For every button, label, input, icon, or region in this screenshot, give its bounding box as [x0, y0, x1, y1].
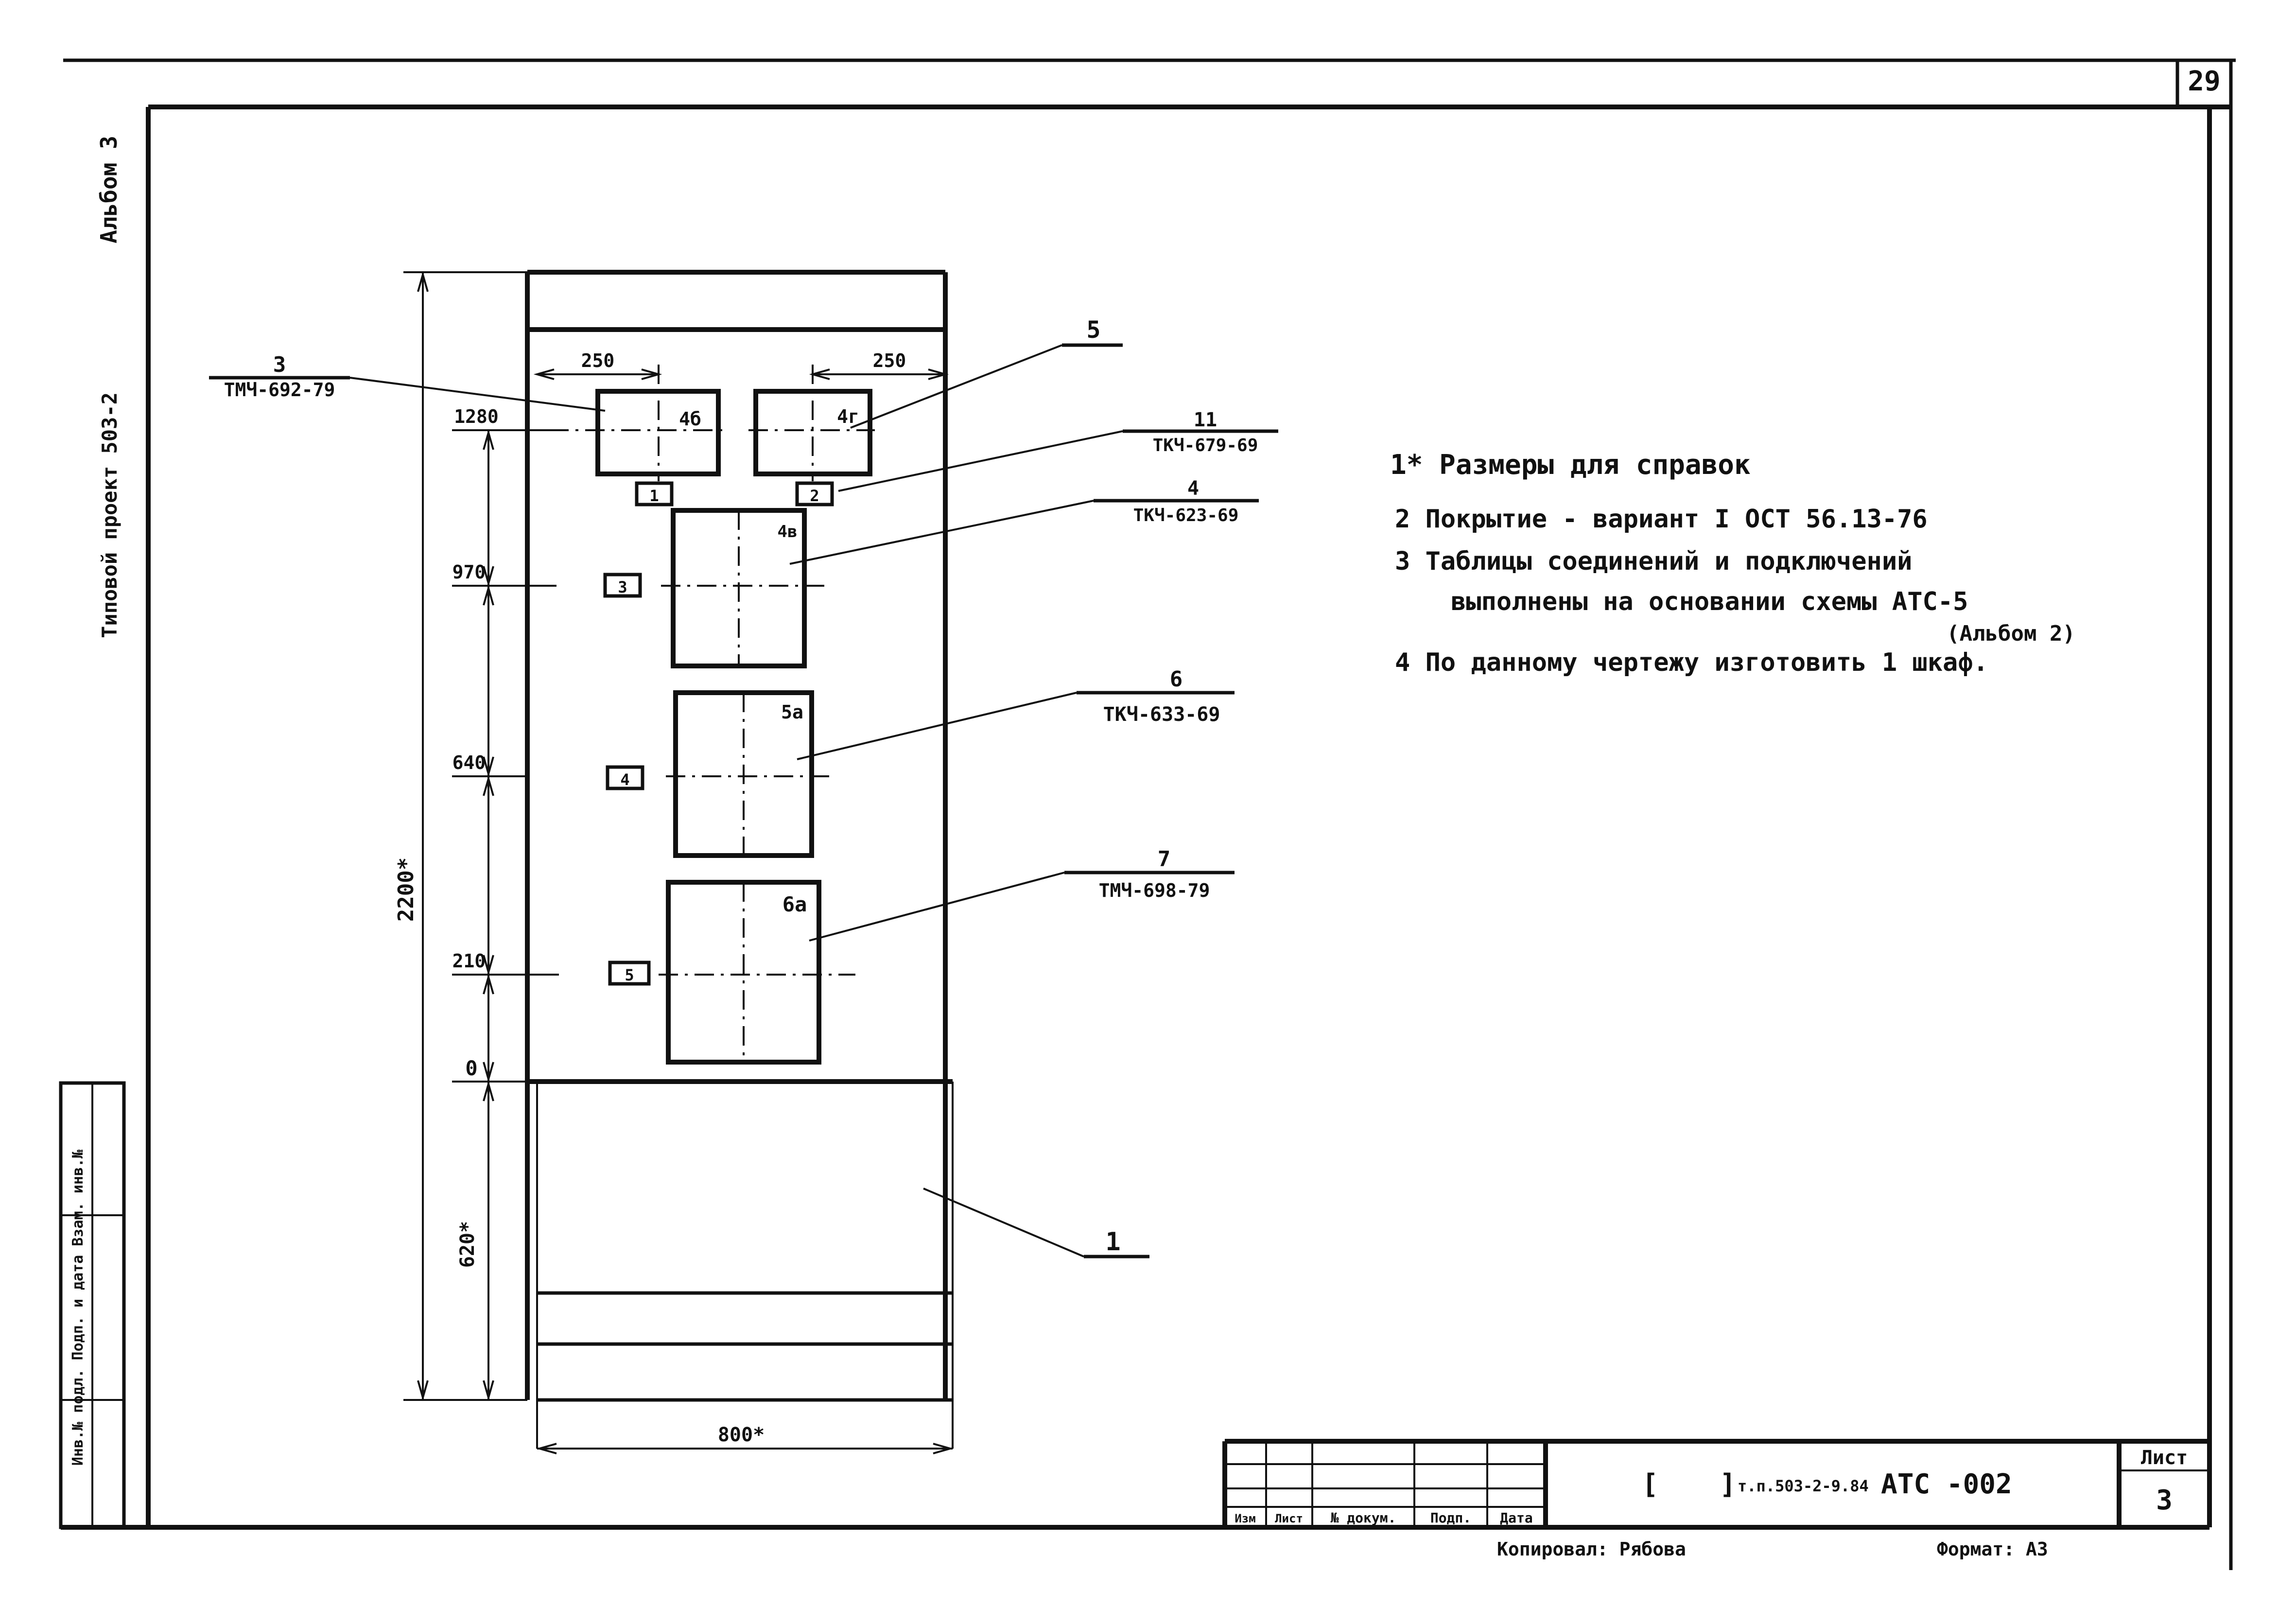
title-bracket-open: [: [1642, 1468, 1658, 1500]
level-970: 970: [452, 561, 486, 583]
callout-code: ТКЧ-679-69: [1153, 436, 1258, 455]
title-col-header: Лист: [1275, 1512, 1303, 1525]
cabinet-outline: [525, 270, 954, 1449]
title-col-header: Изм: [1235, 1512, 1255, 1525]
note-line: выполнены на основании схемы АТС-5: [1451, 587, 1968, 616]
marker-label: 5: [625, 966, 634, 984]
callout-pos: 4: [1187, 477, 1199, 500]
marker-label: 3: [618, 578, 627, 596]
marker-label: 1: [649, 487, 659, 505]
device-4v: 4в: [661, 508, 826, 668]
note-line: 2 Покрытие - вариант I ОСТ 56.13-76: [1395, 505, 1928, 534]
callout-code: ТМЧ-692-79: [224, 379, 335, 401]
device-cell-label: 4б: [679, 408, 701, 430]
callout-pos: 6: [1170, 667, 1183, 692]
note-line: 1* Размеры для справок: [1390, 449, 1751, 481]
callout-pos: 7: [1158, 847, 1171, 872]
level-210: 210: [452, 950, 486, 972]
device-cell-label: 6а: [783, 892, 807, 916]
title-col-header: № докум.: [1331, 1510, 1396, 1526]
device-4g: 4г: [748, 365, 875, 481]
title-col-header: Дата: [1500, 1510, 1532, 1526]
dim-right-offset: 250: [873, 350, 906, 371]
notes: 1* Размеры для справок 2 Покрытие - вари…: [1390, 449, 2075, 677]
sheet-frame: 29: [61, 58, 2236, 1570]
note-line: 4 По данному чертежу изготовить 1 шкаф.: [1395, 648, 1988, 677]
callout-pos: 5: [1087, 316, 1101, 344]
dim-bottom-height: 620*: [456, 1221, 479, 1268]
title-bracket-close: ]: [1720, 1468, 1736, 1500]
device-cell-label: 4в: [778, 522, 798, 542]
marker-label: 4: [620, 770, 629, 789]
position-markers: 1 2 3 4 5: [603, 481, 834, 986]
title-project-code: т.п.503-2-9.84: [1738, 1477, 1869, 1495]
dimensions: 2200* 1280 970 640 210 0 620* 800* 250 2…: [394, 271, 954, 1454]
copied-by: Копировал: Рябова: [1497, 1538, 1686, 1560]
callout-pos: 1: [1105, 1227, 1120, 1257]
callout-code: ТМЧ-698-79: [1099, 880, 1210, 901]
format-label: Формат: А3: [1937, 1538, 2048, 1560]
note-line: (Альбом 2): [1947, 621, 2075, 646]
side-captions: Альбом 3 Типовой проект 503-2 Инв.№ подл…: [59, 136, 126, 1529]
project-caption: Типовой проект 503-2: [98, 392, 122, 638]
callout-pos: 3: [273, 352, 286, 377]
callouts: 3 ТМЧ-692-79 5 11 ТКЧ-679-69 4 ТКЧ-623-6…: [209, 316, 1278, 1258]
marker-label: 2: [810, 487, 819, 505]
dim-width: 800*: [718, 1424, 765, 1446]
title-sheet-value: 3: [2156, 1485, 2173, 1516]
level-1280: 1280: [454, 406, 499, 427]
device-cell-label: 5а: [781, 701, 803, 723]
device-cell-label: 4г: [837, 406, 859, 427]
title-block: Изм Лист № докум. Подп. Дата [ ] т.п.503…: [1222, 1439, 2209, 1560]
level-640: 640: [452, 752, 486, 773]
device-5a: 5а: [666, 690, 831, 858]
title-sheet-label: Лист: [2141, 1447, 2188, 1469]
device-4b: 4б: [549, 365, 729, 481]
callout-code: ТКЧ-633-69: [1103, 703, 1220, 726]
callout-code: ТКЧ-623-69: [1133, 506, 1239, 525]
note-line: 3 Таблицы соединений и подключений: [1395, 547, 1912, 576]
title-col-header: Подп.: [1430, 1510, 1471, 1526]
dim-left-offset: 250: [581, 350, 615, 371]
level-0: 0: [465, 1056, 477, 1080]
title-doc-designation: АТС -002: [1881, 1468, 2012, 1500]
device-6a: 6а: [659, 880, 855, 1065]
callout-pos: 11: [1194, 409, 1217, 431]
album-caption: Альбом 3: [96, 136, 122, 244]
stamp-strip-label: Инв.№ подл. Подп. и дата Взам. инв.№: [70, 1149, 87, 1466]
sheet-number: 29: [2188, 66, 2220, 97]
dim-overall-height: 2200*: [394, 857, 418, 922]
